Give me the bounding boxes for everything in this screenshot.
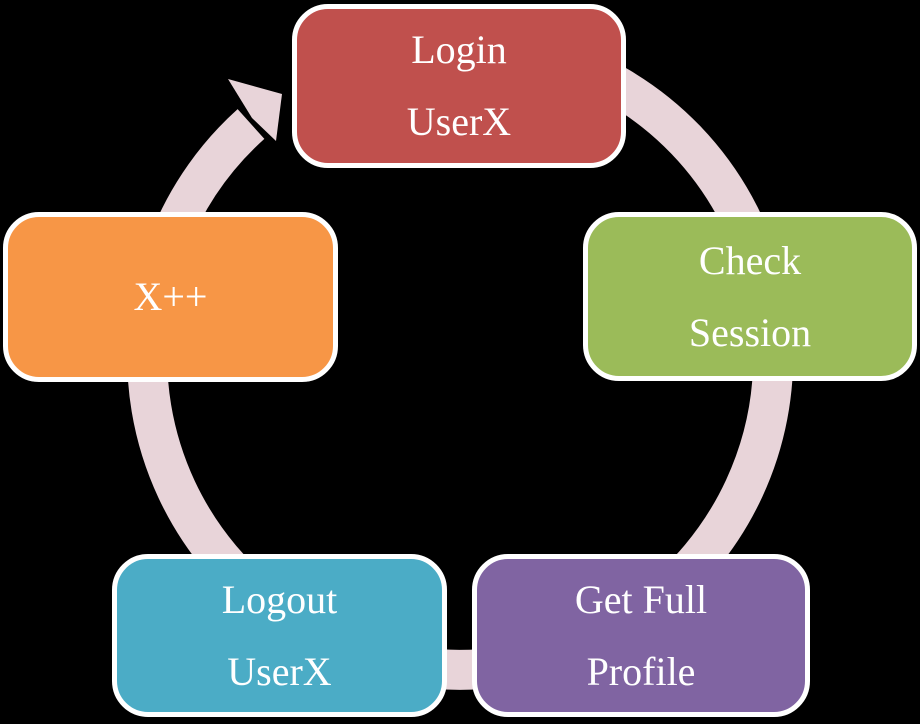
node-label-line: UserX xyxy=(227,648,332,694)
node-label-line: X++ xyxy=(133,274,208,319)
node-label-line: Session xyxy=(688,309,812,355)
node-get-full-profile: Get Full Profile xyxy=(472,554,810,717)
node-login-userx: Login UserX xyxy=(292,4,626,168)
node-label-line: Profile xyxy=(586,648,696,694)
node-check-session: Check Session xyxy=(583,212,917,381)
node-logout-userx: Logout UserX xyxy=(112,554,447,717)
node-label-line: Check xyxy=(698,237,802,283)
node-label-line: Get Full xyxy=(574,576,708,622)
node-label-line: UserX xyxy=(406,99,512,144)
cycle-arrowhead-icon xyxy=(228,79,282,141)
node-label-line: Login xyxy=(411,27,507,72)
node-label-line: Logout xyxy=(221,576,338,622)
node-xpp: X++ xyxy=(3,212,338,382)
